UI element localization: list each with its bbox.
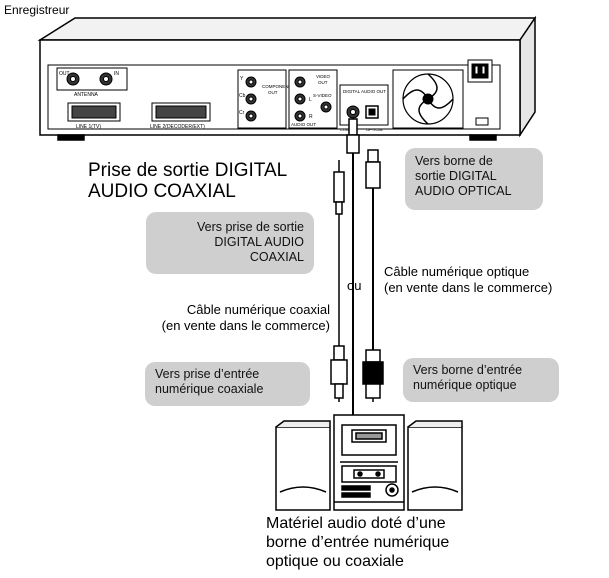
r-label: R: [309, 114, 313, 120]
l-label: L: [309, 97, 312, 103]
component-out-jacks: [237, 69, 287, 129]
recorder-title: Enregistreur: [4, 3, 70, 17]
antenna-jacks: [56, 67, 128, 91]
antenna-in-label: IN: [114, 71, 119, 77]
audio-out-label: AUDIO OUT: [291, 122, 316, 127]
optical-cable: [362, 149, 384, 402]
equipment-caption: Matériel audio doté d’une borne d’entrée…: [266, 515, 450, 570]
antenna-out-label: OUT: [59, 71, 70, 77]
fan-grille: [392, 69, 464, 129]
digital-audio-out-panel: [339, 84, 389, 126]
bubble-coaxial-in: Vers prise d’entrée numérique coaxiale: [145, 362, 310, 406]
power-inlet: [467, 59, 493, 126]
antenna-label: ANTENNA: [74, 92, 99, 98]
audio-system: [275, 414, 463, 511]
line-decoder-label: LINE 2(DECODER/EXT): [150, 124, 205, 130]
bubble-optical-out: Vers borne de sortie DIGITAL AUDIO OPTIC…: [405, 148, 543, 210]
coaxial-cable-label: Câble numérique coaxial (en vente dans l…: [161, 302, 330, 333]
video-audio-jacks: [288, 69, 338, 129]
bubble-coaxial-out: Vers prise de sortie DIGITAL AUDIO COAXI…: [146, 212, 314, 274]
or-label: ou: [347, 278, 362, 293]
y-label: Y: [240, 76, 244, 82]
coaxial-cable: [330, 118, 360, 490]
line-tv-label: LINE 1(TV): [76, 124, 101, 130]
digital-audio-out-label: DIGITAL AUDIO OUT: [343, 89, 386, 94]
scart-connectors: [67, 102, 211, 122]
optical-label: OPTICAL: [366, 127, 384, 132]
coaxial-jack-caption: Prise de sortie DIGITAL AUDIO COAXIAL: [88, 160, 288, 203]
cr-label: Cr: [239, 110, 245, 116]
bubble-optical-in: Vers borne d’entrée numérique optique: [403, 358, 559, 402]
optical-cable-label: Câble numérique optique (en vente dans l…: [384, 264, 553, 295]
cb-label: Cb: [239, 93, 246, 99]
s-video-label: S-VIDEO: [313, 93, 332, 98]
